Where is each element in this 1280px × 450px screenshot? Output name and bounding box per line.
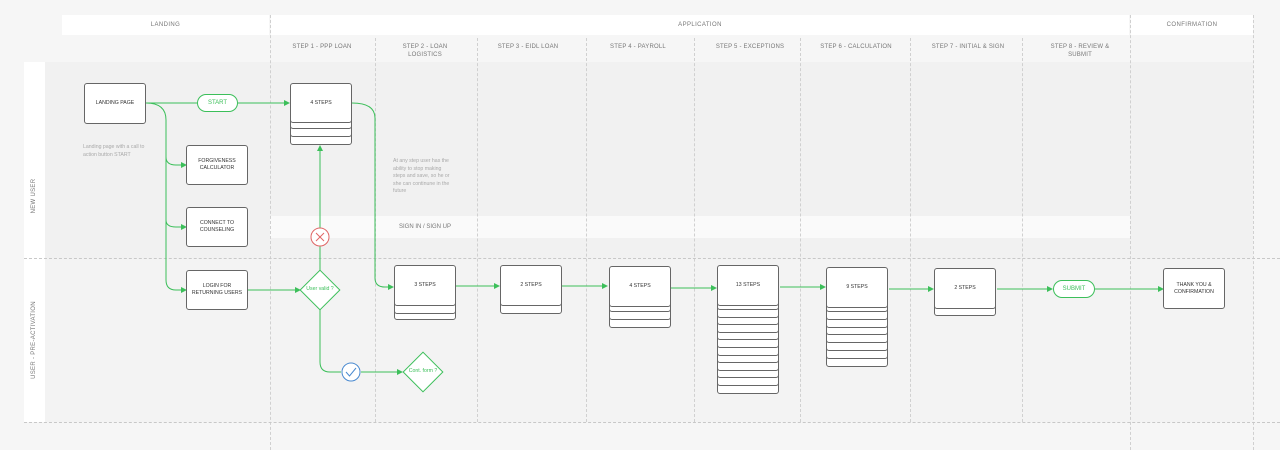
divider-app-confirmation [1130, 15, 1131, 450]
step-header-3: STEP 3 - EIDL LOAN [497, 44, 559, 50]
step3-stack-top[interactable]: 2 STEPS [500, 265, 562, 306]
wire-landing-login [145, 102, 187, 293]
step5-stack-top[interactable]: 13 STEPS [717, 265, 779, 306]
wire-landing-calc [165, 156, 187, 168]
cont-form-label: Cont. form ? [408, 368, 438, 374]
phase-confirmation: CONFIRMATION [1131, 15, 1253, 35]
user-valid-diamond [299, 269, 341, 311]
step-header-6: STEP 6 - CALCULATION [820, 44, 892, 50]
landing-page-node[interactable]: LANDING PAGE [84, 83, 146, 124]
wire-landing-counsel [165, 219, 187, 230]
user-valid-label: User valid ? [306, 286, 334, 292]
step-header-2: STEP 2 - LOAN LOGISTICS [402, 44, 448, 58]
divider-step-7 [910, 38, 911, 422]
save-note: At any step user has the ability to stop… [393, 158, 450, 194]
start-button[interactable]: START [197, 94, 238, 112]
divider-step-5 [694, 38, 695, 422]
divider-step-8 [1022, 38, 1023, 422]
step-header-8: STEP 8 - REVIEW & SUBMIT [1050, 44, 1110, 58]
step1-stack-top[interactable]: 4 STEPS [290, 83, 352, 123]
thank-you-node[interactable]: THANK YOU & CONFIRMATION [1163, 268, 1225, 309]
step2-stack-top[interactable]: 3 STEPS [394, 265, 456, 306]
accept-circle [341, 362, 361, 382]
lane-label-cell-pre [24, 258, 45, 422]
step-header-4: STEP 4 - PAYROLL [610, 44, 666, 50]
step6-stack-top[interactable]: 9 STEPS [826, 267, 888, 308]
forgiveness-calculator-node[interactable]: FORGIVENESS CALCULATOR [186, 145, 248, 185]
phase-application: APPLICATION [271, 15, 1129, 35]
wire-step1-step2 [351, 102, 394, 290]
divider-lanes [24, 258, 1280, 259]
divider-step-6 [800, 38, 801, 422]
submit-button[interactable]: SUBMIT [1053, 280, 1095, 298]
landing-note: Landing page with a call to action butto… [83, 144, 145, 158]
signin-band [270, 216, 1130, 238]
step-header-5: STEP 5 - EXCEPTIONS [715, 44, 785, 50]
sign-in-label: SIGN IN / SIGN UP [398, 224, 451, 230]
check-icon [345, 367, 357, 377]
divider-bottom [24, 422, 1280, 423]
wire-valid-check [319, 310, 341, 373]
step7-stack-top[interactable]: 2 STEPS [934, 268, 996, 309]
login-returning-node[interactable]: LOGIN FOR RETURNING USERS [186, 270, 248, 310]
step4-stack-top[interactable]: 4 STEPS [609, 266, 671, 307]
divider-right-edge [1253, 15, 1254, 450]
step-header-7: STEP 7 - INITIAL & SIGN [931, 44, 1005, 50]
cont-form-diamond [402, 351, 444, 393]
lane-label-cell-new [24, 62, 45, 258]
step-header-1: STEP 1 - PPP LOAN [292, 44, 352, 50]
phase-landing: LANDING [62, 15, 269, 35]
divider-step-4 [586, 38, 587, 422]
divider-step-3 [477, 38, 478, 422]
divider-landing-app [270, 15, 271, 450]
connect-counseling-node[interactable]: CONNECT TO COUNSELING [186, 207, 248, 247]
